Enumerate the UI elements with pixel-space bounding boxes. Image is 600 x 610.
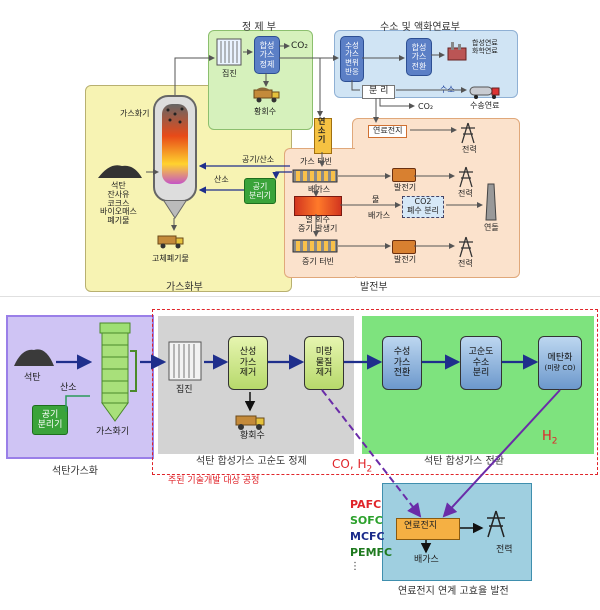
fc-type-1: PAFC — [350, 498, 382, 511]
solid-waste-label: 고체폐기물 — [152, 254, 189, 263]
filter-label: 집진 — [222, 69, 237, 78]
zone-hydrogen-title: 수소 및 액화연료부 — [380, 22, 460, 33]
dump-truck-icon — [157, 235, 184, 249]
generator-2-label: 발전기 — [394, 255, 417, 264]
sulfur-label-bottom: 황회수 — [240, 431, 265, 441]
fuel-cell-label: 연료전지 — [404, 521, 438, 531]
air-separator-box: 공기 분리기 — [32, 405, 68, 435]
coal-label: 석탄 — [24, 373, 41, 383]
power-label-2: 전력 — [458, 189, 473, 198]
water-gas-shift-box: 수성 가스 전환 — [382, 336, 422, 390]
oxygen-label-top: 산소 — [214, 175, 229, 184]
power-pylon-icon-2 — [459, 166, 473, 188]
stack-label: 연돌 — [484, 223, 499, 232]
zone-gasify-title: 가스화부 — [166, 282, 203, 293]
water-label: 물 — [372, 195, 380, 204]
co2-purify: CO₂ — [291, 41, 308, 51]
fuel-cell-box — [396, 518, 460, 540]
co-h2-flow-label: CO, H2 — [332, 457, 373, 475]
fc-type-2: SOFC — [350, 514, 383, 527]
power-label-3: 전력 — [458, 259, 473, 268]
zone-fuel-cell-label: 연료전지 연계 고효율 발전 — [398, 586, 509, 597]
gasifier-icon-bottom — [99, 322, 137, 422]
combustor-label: 연 소 기 — [318, 117, 326, 144]
separate-box: 분 리 — [362, 85, 396, 99]
methanation-box: 메탄화 (미량 CO) — [538, 336, 582, 390]
methanation-label: 메탄화 — [547, 353, 573, 364]
stack-icon — [485, 183, 497, 221]
fuel-cell-types: PAFC SOFC MCFC PEMFC ⋮ — [350, 497, 393, 573]
oxygen-label: 산소 — [60, 383, 77, 393]
fc-type-3: MCFC — [350, 530, 385, 543]
methanation-sub-label: (미량 CO) — [544, 364, 576, 373]
fc-type-4: PEMFC — [350, 546, 393, 559]
gas-turbine-icon — [292, 169, 338, 183]
h2-flow-label: H2 — [542, 429, 558, 447]
trace-removal-box: 미량 물질 제거 — [304, 336, 344, 390]
generator-2-icon — [392, 240, 416, 254]
exhaust-label-1: 배가스 — [308, 185, 331, 194]
power-label-bottom: 전력 — [496, 545, 513, 555]
steam-turbine-icon — [292, 239, 338, 253]
air-separator-top: 공기 분리기 — [244, 178, 276, 204]
filter-icon-bottom — [168, 341, 202, 381]
bottom-flow-lines — [56, 354, 561, 554]
filter-icon — [216, 38, 242, 66]
gasifier-icon — [153, 95, 197, 219]
coal-pile-icon — [98, 165, 142, 178]
power-pylon-icon-3 — [459, 236, 473, 258]
steam-turbine-label: 증기 터빈 — [302, 257, 334, 266]
generator-1-icon — [392, 168, 416, 182]
zone-coal-gasification — [6, 315, 154, 459]
factory-icon — [447, 42, 467, 61]
synfuel-label: 합성연료 화학연료 — [472, 39, 498, 55]
shift-box: 수성 가스 변위 반응 — [340, 36, 364, 82]
power-label-1: 전력 — [462, 145, 477, 154]
air-oxygen-label: 공기/산소 — [242, 155, 275, 164]
co2-hydrogen: CO₂ — [418, 102, 434, 111]
filter-label-bottom: 집진 — [176, 385, 193, 395]
section-divider — [0, 296, 600, 297]
exhaust-label-2: 배가스 — [368, 211, 391, 220]
gas-turbine-label: 가스 터빈 — [300, 157, 332, 166]
zone-convert-label: 석탄 합성가스 전환 — [424, 456, 504, 467]
fc-type-more: ⋮ — [350, 561, 360, 572]
sulfur-truck-icon — [235, 415, 265, 430]
coal-pile-icon-bottom — [14, 349, 54, 366]
co2-separation-box: CO2 폐수 분리 — [402, 196, 444, 218]
top-flow-lines — [146, 43, 483, 249]
zone-purify-label: 석탄 합성가스 고순도 정제 — [196, 456, 307, 467]
zone-purify-title: 정 제 부 — [242, 22, 276, 33]
exhaust-label-bottom: 배가스 — [414, 555, 439, 565]
zone-power-title: 발전부 — [360, 282, 388, 293]
h2-separation-box: 고순도 수소 분리 — [460, 336, 502, 390]
target-process-frame — [152, 309, 598, 475]
fuel-cell-top: 연료전지 — [368, 125, 408, 138]
target-process-note: 주된 기술개발 대상 공정 — [168, 476, 260, 486]
generator-1-label: 발전기 — [394, 183, 417, 192]
combustor-box — [314, 118, 332, 154]
gasifier-label: 가스화기 — [120, 109, 150, 118]
feed-label: 석탄 잔사유 코크스 바이오매스 폐기물 — [100, 181, 137, 226]
acid-gas-removal-box: 산성 가스 제거 — [228, 336, 268, 390]
truck-icon — [253, 87, 280, 103]
zone-gasify-label: 석탄가스화 — [52, 466, 98, 477]
acid-gas-box: 합성 가스 정제 — [254, 36, 280, 74]
heat-recovery-label: 열 회수 증기 발생기 — [298, 215, 338, 233]
power-pylon-icon-1 — [461, 122, 475, 144]
transport-fuel-label: 수송연료 — [470, 101, 500, 110]
gasifier-label-bottom: 가스화기 — [96, 427, 130, 437]
convert-box: 합성 가스 전환 — [406, 38, 432, 76]
tank-truck-icon — [469, 86, 500, 99]
power-pylon-icon-bottom — [487, 510, 505, 538]
sulfur-label: 황회수 — [254, 107, 277, 116]
